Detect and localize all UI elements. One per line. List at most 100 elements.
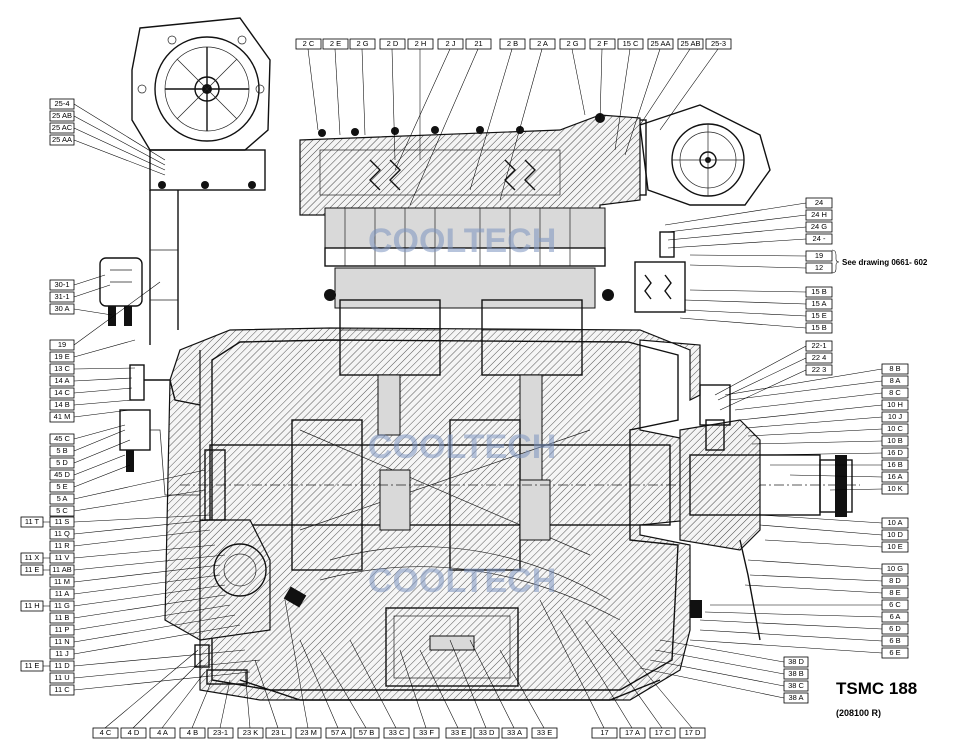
callout-box [529, 38, 556, 50]
callout-label: 5 B [56, 446, 67, 455]
callout-label: 25 AC [52, 123, 73, 132]
callout-2-e: 2 E [322, 38, 349, 136]
callout-label: 2 G [566, 39, 578, 48]
callout-25-3: 25-3 [659, 38, 732, 131]
leader-line [759, 452, 883, 456]
callout-box [92, 727, 119, 739]
leader-line [73, 469, 206, 500]
leader-line [747, 559, 883, 570]
callout-16-d: 16 D [759, 447, 909, 459]
callout-label: 33 D [479, 728, 495, 737]
leader-line [614, 48, 631, 151]
callout-label: 10 J [888, 412, 902, 421]
callout-label: 33 C [389, 728, 405, 737]
leader-line [391, 48, 396, 161]
callout-24-h: 24 H [667, 209, 833, 233]
callout-box [120, 727, 147, 739]
callout-label: 8 E [889, 588, 900, 597]
callout-label: 38 D [788, 657, 804, 666]
callout-label: 10 H [887, 400, 903, 409]
callout-14-a: 14 A [49, 375, 133, 387]
leader-line [689, 289, 807, 293]
callout-label: 10 C [887, 424, 903, 433]
callout-22-4: 22 4 [717, 352, 833, 401]
leader-line [539, 599, 605, 729]
callout-2-g: 2 G [559, 38, 586, 116]
leader-line [584, 619, 663, 729]
leader-line [361, 48, 366, 136]
callout-label: 22-1 [811, 341, 826, 350]
callout-11-p: 11 P [49, 604, 231, 636]
callout-box [679, 727, 706, 739]
callout-4-c: 4 C [92, 649, 199, 739]
callout-25-4: 25-4 [49, 98, 166, 161]
leader-line [649, 659, 785, 687]
callout-box [413, 727, 440, 739]
callout-label: 24 [815, 198, 823, 207]
leader-line [73, 659, 261, 679]
callout-6-c: 6 C [710, 599, 909, 611]
leader-line [73, 284, 111, 298]
callout-4-d: 4 D [120, 659, 203, 739]
discharge-cover-right [617, 104, 771, 206]
callout-box [325, 727, 352, 739]
callout-label: 11 V [55, 553, 70, 562]
leader-line [73, 489, 206, 512]
callout-15-e: 15 E [684, 309, 833, 322]
note-brace [831, 249, 840, 274]
leader-line [73, 464, 131, 488]
callout-23-m: 23 M [284, 599, 322, 739]
callout-label: 22 4 [812, 353, 827, 362]
leader-line [132, 659, 203, 729]
leader-line [161, 671, 206, 729]
callout-box [265, 727, 292, 739]
callout-box [677, 38, 704, 50]
callout-2-c: 2 C [295, 38, 322, 131]
callout-label: 41 M [54, 412, 71, 421]
callout-57-a: 57 A [299, 639, 352, 739]
callout-label: 12 [815, 263, 823, 272]
callout-15-c: 15 C [614, 38, 644, 151]
callout-15-b: 15 B [679, 317, 833, 334]
leader-line [73, 281, 161, 346]
leader-line [704, 611, 883, 618]
callout-10-e: 10 E [764, 539, 909, 553]
callout-label: 25 AA [650, 39, 670, 48]
leader-line [73, 409, 131, 418]
leader-line [73, 127, 166, 171]
callout-label: 5 A [57, 494, 68, 503]
leader-line [334, 48, 341, 136]
callout-label: 5 E [56, 482, 67, 491]
callout-label: 8 B [889, 364, 900, 373]
callout-label: 25 AA [52, 135, 72, 144]
callout-label: 11 Q [54, 529, 70, 538]
callout-10-d: 10 D [759, 524, 909, 541]
callout-33-c: 33 C [349, 639, 410, 739]
callout-25-aa: 25 AA [49, 134, 166, 176]
callout-label: 11 G [54, 601, 70, 610]
callout-box [237, 727, 264, 739]
callout-23-k: 23 K [237, 669, 264, 739]
callout-22-1: 22-1 [714, 340, 833, 396]
callout-box [383, 727, 410, 739]
callout-label: 17 [600, 728, 608, 737]
leader-line [684, 299, 807, 305]
callout-label: 4 A [157, 728, 168, 737]
callout-label: 6 C [889, 600, 901, 609]
callout-2-f: 2 F [589, 38, 616, 121]
callout-label: 4 C [100, 728, 112, 737]
callout-label: 23 M [300, 728, 317, 737]
leader-line [73, 387, 133, 394]
callout-label: 11 S [55, 517, 70, 526]
callout-33-f: 33 F [399, 649, 440, 739]
leader-line [749, 574, 883, 582]
leader-line [759, 514, 883, 524]
callout-label: 17 D [685, 728, 701, 737]
callout-6-e: 6 E [689, 639, 909, 659]
callout-label: 11 E [25, 661, 40, 670]
leader-line [729, 380, 883, 401]
